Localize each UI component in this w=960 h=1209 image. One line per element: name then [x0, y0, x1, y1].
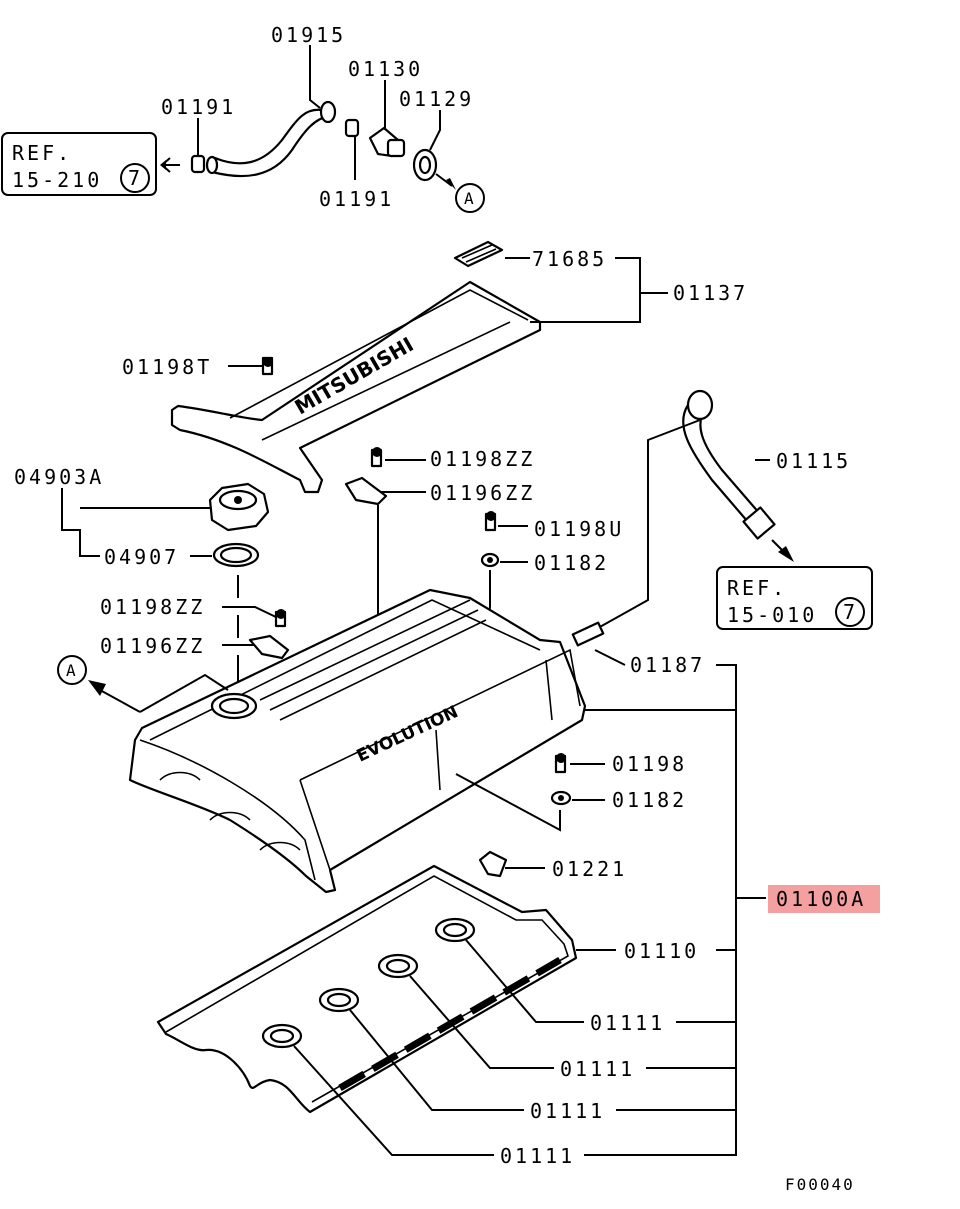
diagram-id: F00040	[785, 1175, 855, 1194]
label-01198ZZ: 01198ZZ	[430, 447, 535, 471]
pcv-valve-body	[386, 138, 406, 158]
leader-lines-center	[377, 459, 528, 629]
cover-label-plate	[453, 240, 504, 268]
marker-a-label: A	[464, 189, 476, 208]
label-01198ZZ: 01198ZZ	[100, 595, 205, 619]
breather-hose	[210, 108, 332, 178]
label-01111: 01111	[560, 1057, 635, 1081]
pcv-nipple	[571, 621, 605, 647]
label-01191: 01191	[161, 95, 236, 119]
label-01115: 01115	[776, 449, 851, 473]
hose-end	[319, 100, 337, 124]
hose-clamp	[190, 154, 206, 174]
ref-circle-number: 7	[843, 600, 858, 624]
label-04903A: 04903A	[14, 465, 104, 489]
seal-plug	[478, 850, 508, 878]
small-fasteners-center	[344, 447, 500, 568]
label-01221: 01221	[552, 857, 627, 881]
label-01191: 01191	[319, 187, 394, 211]
oil-cap-group	[208, 482, 270, 568]
bracket	[344, 476, 388, 506]
ref-line1: REF.	[12, 141, 72, 165]
label-01137: 01137	[673, 281, 748, 305]
arrow-to-a-head-icon	[446, 178, 456, 190]
label-01198: 01198	[612, 752, 687, 776]
cover-housing	[128, 588, 587, 894]
part-number-labels: 01915 01130 01129 01191 01191 71685 0113…	[14, 23, 866, 1194]
ref-line2: 15-010	[727, 603, 817, 627]
marker-a-top: A	[455, 183, 485, 213]
ref-box-right: REF. 15-010 7	[716, 566, 873, 630]
label-01187: 01187	[630, 653, 705, 677]
label-01129: 01129	[399, 87, 474, 111]
label-01198T: 01198T	[122, 355, 212, 379]
arrow-to-a	[435, 173, 453, 187]
label-01100A: 01100A	[776, 887, 866, 911]
label-01111: 01111	[530, 1099, 605, 1123]
highlight-box	[768, 885, 880, 913]
leader-lines-hose	[597, 419, 770, 629]
small-fasteners-right	[478, 753, 572, 878]
ref-line1: REF.	[727, 576, 787, 600]
small-fasteners-left	[248, 609, 290, 660]
leader-lines-right	[455, 649, 766, 1156]
gasket-group	[156, 864, 578, 1114]
left-arrow-head-icon	[160, 160, 166, 170]
hose-end	[686, 389, 714, 421]
breather-hose-group	[160, 100, 456, 190]
label-01130: 01130	[348, 57, 423, 81]
label-01110: 01110	[624, 939, 699, 963]
marker-a-left: A	[57, 655, 229, 713]
rocker-cover: EVOLUTION	[128, 588, 605, 894]
label-01915: 01915	[271, 23, 346, 47]
marker-a-label: A	[66, 661, 78, 680]
label-71685: 71685	[532, 247, 607, 271]
leader-lines-top	[197, 45, 441, 180]
hose-end	[205, 155, 219, 175]
ref-circle-number: 7	[128, 166, 143, 190]
bracket	[248, 634, 290, 660]
ref-box-left: REF. 15-210 7	[1, 132, 157, 196]
pcv-grommet-hole	[418, 155, 432, 175]
label-01182: 01182	[534, 551, 609, 575]
arrow-left-icon	[88, 680, 106, 696]
label-04907: 04907	[104, 545, 179, 569]
leader-lines-cover	[228, 257, 668, 367]
pcv-hose-right	[682, 389, 794, 562]
leader-lines-cap	[61, 488, 279, 690]
label-01196ZZ: 01196ZZ	[430, 481, 535, 505]
label-01111: 01111	[500, 1144, 575, 1168]
label-01198U: 01198U	[534, 517, 624, 541]
ref-line2: 15-210	[12, 168, 102, 192]
hose-fitting	[742, 506, 776, 540]
label-01196ZZ: 01196ZZ	[100, 634, 205, 658]
hose-clamp	[344, 118, 360, 138]
leader-lines-gasket	[293, 939, 716, 1156]
arrow-down-icon	[778, 546, 794, 562]
label-01182: 01182	[612, 788, 687, 812]
label-01111: 01111	[590, 1011, 665, 1035]
